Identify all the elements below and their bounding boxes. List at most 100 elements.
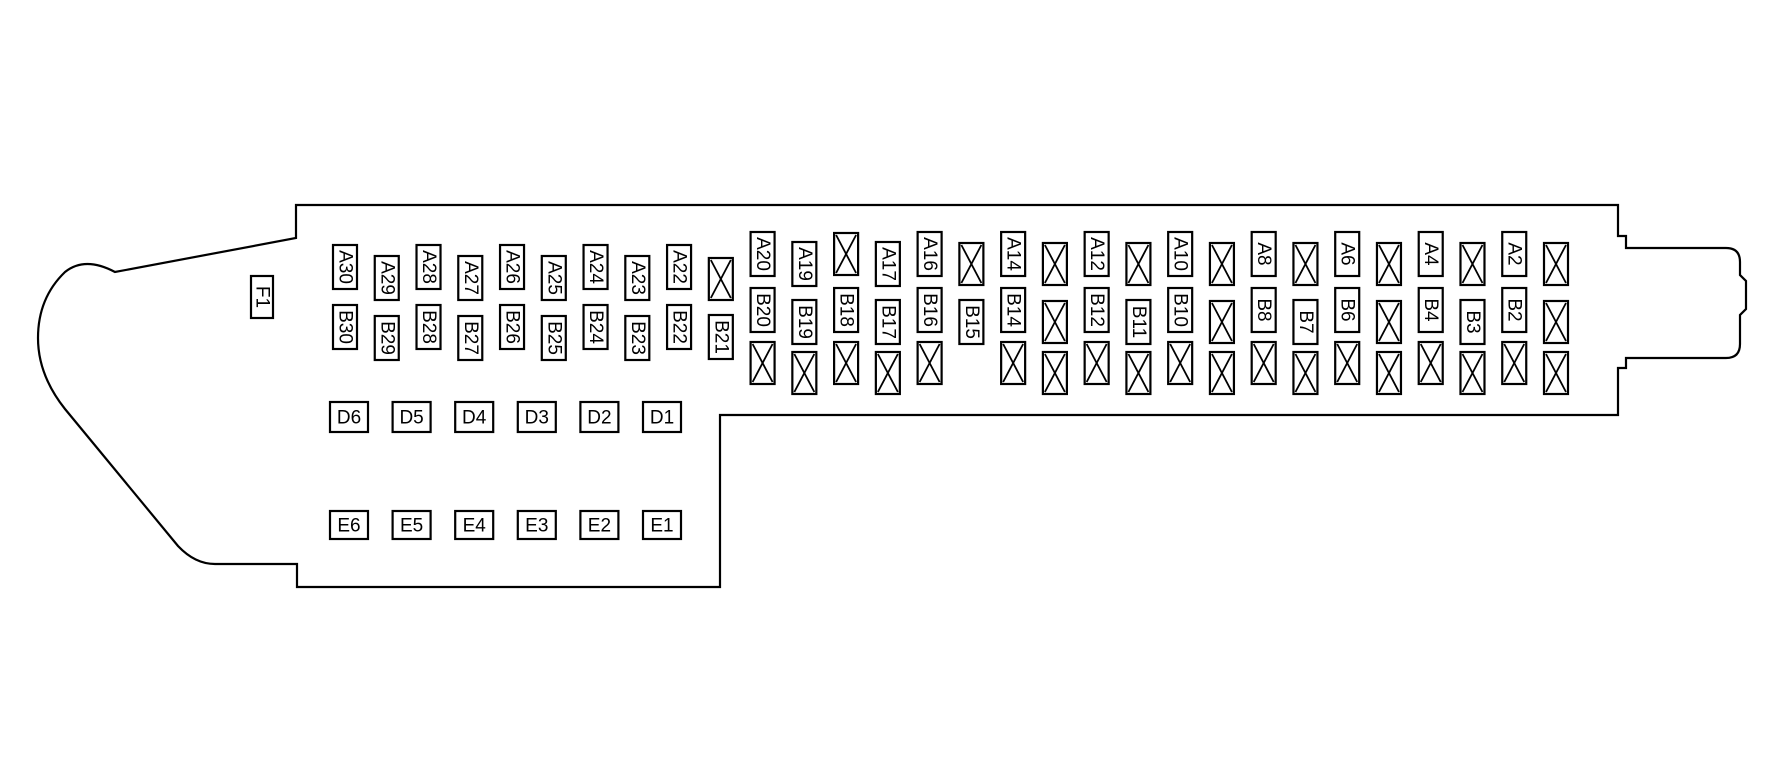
fuse-a8-box	[1250, 230, 1277, 278]
fuse-b25-label: B25	[543, 321, 564, 355]
fuse-e3: E3	[516, 509, 557, 541]
fuse-a8-label: A8	[1253, 242, 1274, 265]
fuse-a30: A30	[331, 243, 359, 291]
fuse-b30-box	[331, 303, 359, 351]
fuse-b8-label: B8	[1253, 298, 1274, 321]
fuse-a30-box	[331, 243, 359, 291]
fuse-b25-box	[540, 314, 567, 362]
fuse-d5-label: D5	[399, 408, 423, 429]
fuse-empty-b-21-x-stroke-2	[1211, 302, 1233, 342]
fuse-b28-box	[415, 303, 442, 351]
fuse-a14: A14	[1000, 230, 1027, 278]
fuse-d2-box	[579, 400, 620, 434]
fuse-b30-label: B30	[335, 310, 356, 344]
fuse-b29-box	[373, 314, 400, 362]
fuse-b16: B16	[916, 286, 943, 334]
fuse-empty-c-27-x-stroke-2	[1461, 353, 1484, 393]
fuse-e6-box	[328, 509, 370, 541]
fuse-empty-c-22-x-stroke-2	[1252, 343, 1275, 383]
fuse-empty-a-9	[707, 256, 734, 302]
fuse-b22-box	[665, 303, 693, 351]
fuse-b7-label: B7	[1295, 310, 1316, 333]
fuse-b11-label: B11	[1128, 306, 1149, 338]
fuse-a27-box	[457, 254, 484, 302]
fuse-b10-label: B10	[1170, 293, 1191, 327]
fuse-a19: A19	[791, 240, 818, 288]
fuse-b28: B28	[415, 303, 442, 351]
fuse-empty-a-29-x-stroke-2	[1545, 244, 1567, 284]
fuse-a6: A6	[1334, 230, 1361, 278]
fuse-a2-label: A2	[1504, 242, 1525, 265]
fuse-d4-box	[454, 400, 495, 434]
fuse-b26-label: B26	[502, 310, 523, 344]
fuse-b24: B24	[582, 303, 609, 351]
fuse-a6-box	[1334, 230, 1361, 278]
fuse-b3-box	[1459, 298, 1486, 346]
fuse-b2: B2	[1501, 286, 1528, 334]
fuse-empty-c-29-x-stroke-2	[1545, 353, 1567, 393]
fuse-empty-a-19	[1125, 241, 1152, 287]
fuse-a22-box	[665, 243, 693, 291]
fuse-b24-box	[582, 303, 609, 351]
fuse-a24-label: A24	[585, 250, 606, 284]
fuse-empty-a-25-x-stroke-2	[1378, 244, 1400, 284]
fuse-a17: A17	[874, 240, 901, 288]
fuse-a14-box	[1000, 230, 1027, 278]
fuse-e5-label: E5	[400, 516, 423, 537]
fuse-a29: A29	[373, 254, 400, 302]
fuse-empty-c-19	[1125, 350, 1152, 396]
fuse-e5: E5	[391, 509, 432, 541]
fuse-f1: F1	[249, 274, 275, 320]
fuse-e2: E2	[579, 509, 620, 541]
fuse-a4-box	[1417, 230, 1444, 278]
fuse-d2-label: D2	[587, 408, 611, 429]
fuse-a2: A2	[1501, 230, 1528, 278]
fuse-e6: E6	[328, 509, 370, 541]
fuse-b24-label: B24	[585, 310, 606, 344]
fuse-empty-c-22	[1250, 340, 1277, 386]
fuse-empty-c-25-x-stroke-2	[1378, 353, 1400, 393]
fuse-b27-label: B27	[460, 321, 481, 355]
fuse-empty-a-23	[1292, 241, 1319, 287]
fuse-b4-box	[1417, 286, 1444, 334]
fuse-d3-box	[516, 400, 557, 434]
fuse-a25-box	[540, 254, 567, 302]
fuse-empty-c-24	[1334, 340, 1361, 386]
fuse-empty-c-16	[1000, 340, 1027, 386]
fuse-empty-c-17	[1041, 350, 1068, 396]
fuse-a27: A27	[457, 254, 484, 302]
fuse-empty-a-17-x-stroke-2	[1044, 244, 1066, 284]
fuse-empty-a-23-x-stroke-2	[1294, 244, 1317, 284]
fuse-d6-box	[328, 400, 370, 434]
fuse-b11: B11	[1125, 298, 1152, 346]
fuse-empty-c-11	[791, 350, 818, 396]
fuse-e6-label: E6	[337, 516, 360, 537]
fuse-b30: B30	[331, 303, 359, 351]
fuse-b23-label: B23	[627, 321, 648, 355]
fuse-b17-label: B17	[877, 305, 898, 339]
fuse-d3-label: D3	[525, 408, 549, 429]
fuse-b20: B20	[749, 286, 776, 334]
fuse-a28-box	[415, 243, 442, 291]
fuse-empty-c-21-x-stroke-2	[1211, 353, 1233, 393]
fuse-b21-label: B21	[710, 320, 731, 354]
fuse-empty-c-26-x-stroke-2	[1419, 343, 1442, 383]
fuse-b18-box	[833, 286, 860, 334]
fuse-e4-label: E4	[463, 516, 487, 537]
fuse-empty-c-23-x-stroke-2	[1294, 353, 1317, 393]
fuse-a26: A26	[498, 243, 526, 291]
fuse-empty-c-10	[749, 340, 776, 386]
fuse-b17: B17	[874, 298, 901, 346]
fuse-b12-box	[1083, 286, 1110, 334]
fuse-empty-c-20-x-stroke-2	[1169, 343, 1191, 383]
fuse-empty-c-21	[1208, 350, 1236, 396]
fuse-a24-box	[582, 243, 609, 291]
fuse-a19-box	[791, 240, 818, 288]
fuse-b3: B3	[1459, 298, 1486, 346]
fuse-a25: A25	[540, 254, 567, 302]
fuse-a10-box	[1167, 230, 1194, 278]
fuse-empty-c-24-x-stroke-2	[1336, 343, 1359, 383]
fuse-a19-label: A19	[794, 247, 815, 281]
fuse-b21: B21	[707, 313, 734, 361]
fuse-empty-a-9-x-stroke-2	[710, 259, 732, 299]
